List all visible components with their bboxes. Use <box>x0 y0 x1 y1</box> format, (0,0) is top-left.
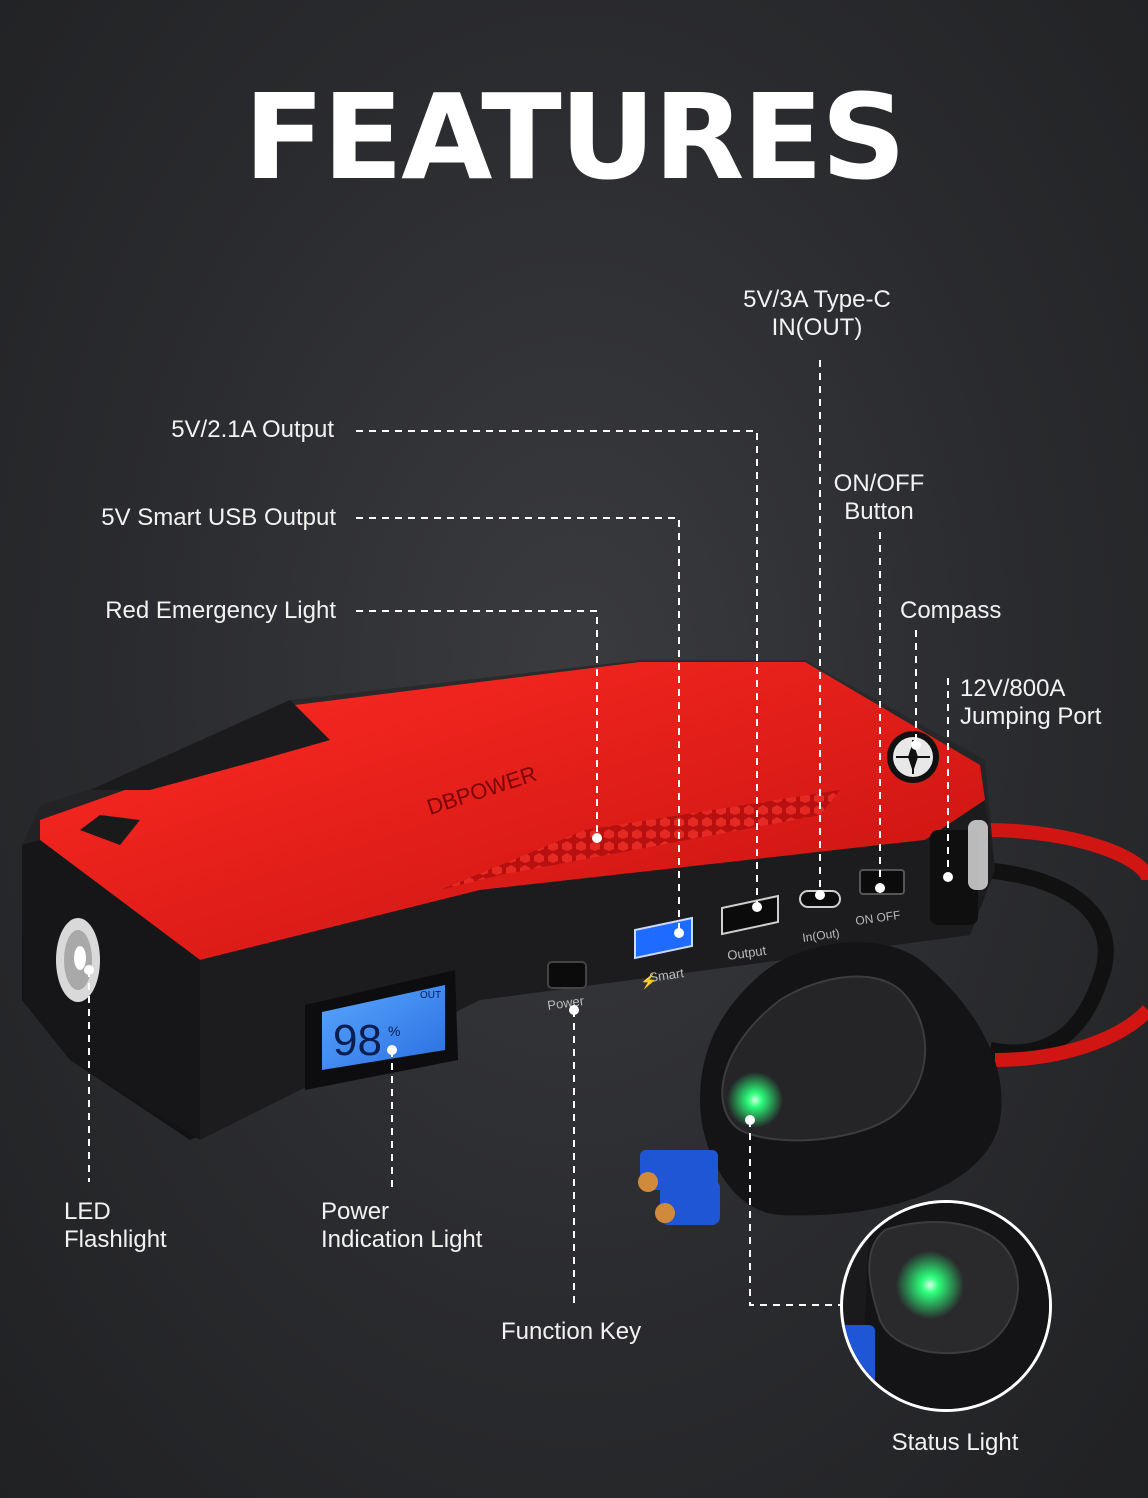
lcd-display: 98 % OUT <box>305 970 458 1090</box>
on-off-switch <box>859 869 905 895</box>
callout-compass: Compass <box>900 597 1002 624</box>
lcd-unit: % <box>388 1023 400 1039</box>
callout-status-light: Status Light <box>891 1429 1019 1456</box>
smart-port-label: Smart <box>648 965 685 985</box>
status-light <box>727 1072 783 1128</box>
smart-clamp-module <box>638 942 1002 1225</box>
red-emergency-light <box>440 790 840 890</box>
callout-on-off-button: ON/OFF Button <box>833 470 925 525</box>
front-ports: Power Smart ⚡ Output In(Out) ON OFF <box>546 869 905 1013</box>
top-button <box>80 815 140 845</box>
callout-power-indication: Power Indication Light <box>321 1198 483 1253</box>
callout-output-21a: 5V/2.1A Output <box>171 416 334 443</box>
page-title: FEATURES <box>243 68 906 206</box>
power-key <box>547 961 587 989</box>
output-port-label: Output <box>726 943 767 963</box>
in-out-port-label: In(Out) <box>801 926 840 945</box>
status-light-zoom <box>840 1200 1052 1412</box>
callout-emergency-light: Red Emergency Light <box>105 597 336 624</box>
callout-type-c: 5V/3A Type-C IN(OUT) <box>743 286 891 341</box>
power-bank-body <box>22 660 995 1140</box>
callout-function-key: Function Key <box>501 1318 642 1345</box>
leader-lines <box>88 360 949 1306</box>
callout-led-flashlight: LED Flashlight <box>64 1198 167 1253</box>
power-port-label: Power <box>546 993 585 1013</box>
callout-smart-usb: 5V Smart USB Output <box>101 504 336 531</box>
leader-dots <box>84 740 953 1125</box>
jumper-cables <box>984 823 1148 1067</box>
jumping-port <box>930 830 978 925</box>
lightning-icon: ⚡ <box>640 973 657 990</box>
on-off-port-label: ON OFF <box>854 908 901 928</box>
smart-usb-port <box>634 916 693 960</box>
compass <box>887 731 939 783</box>
callout-jumping-port: 12V/800A Jumping Port <box>960 675 1102 730</box>
led-flashlight <box>56 918 100 1002</box>
lcd-reading: 98 <box>333 1016 382 1065</box>
output-usb-port <box>721 894 779 936</box>
lcd-out-label: OUT <box>420 990 441 1001</box>
